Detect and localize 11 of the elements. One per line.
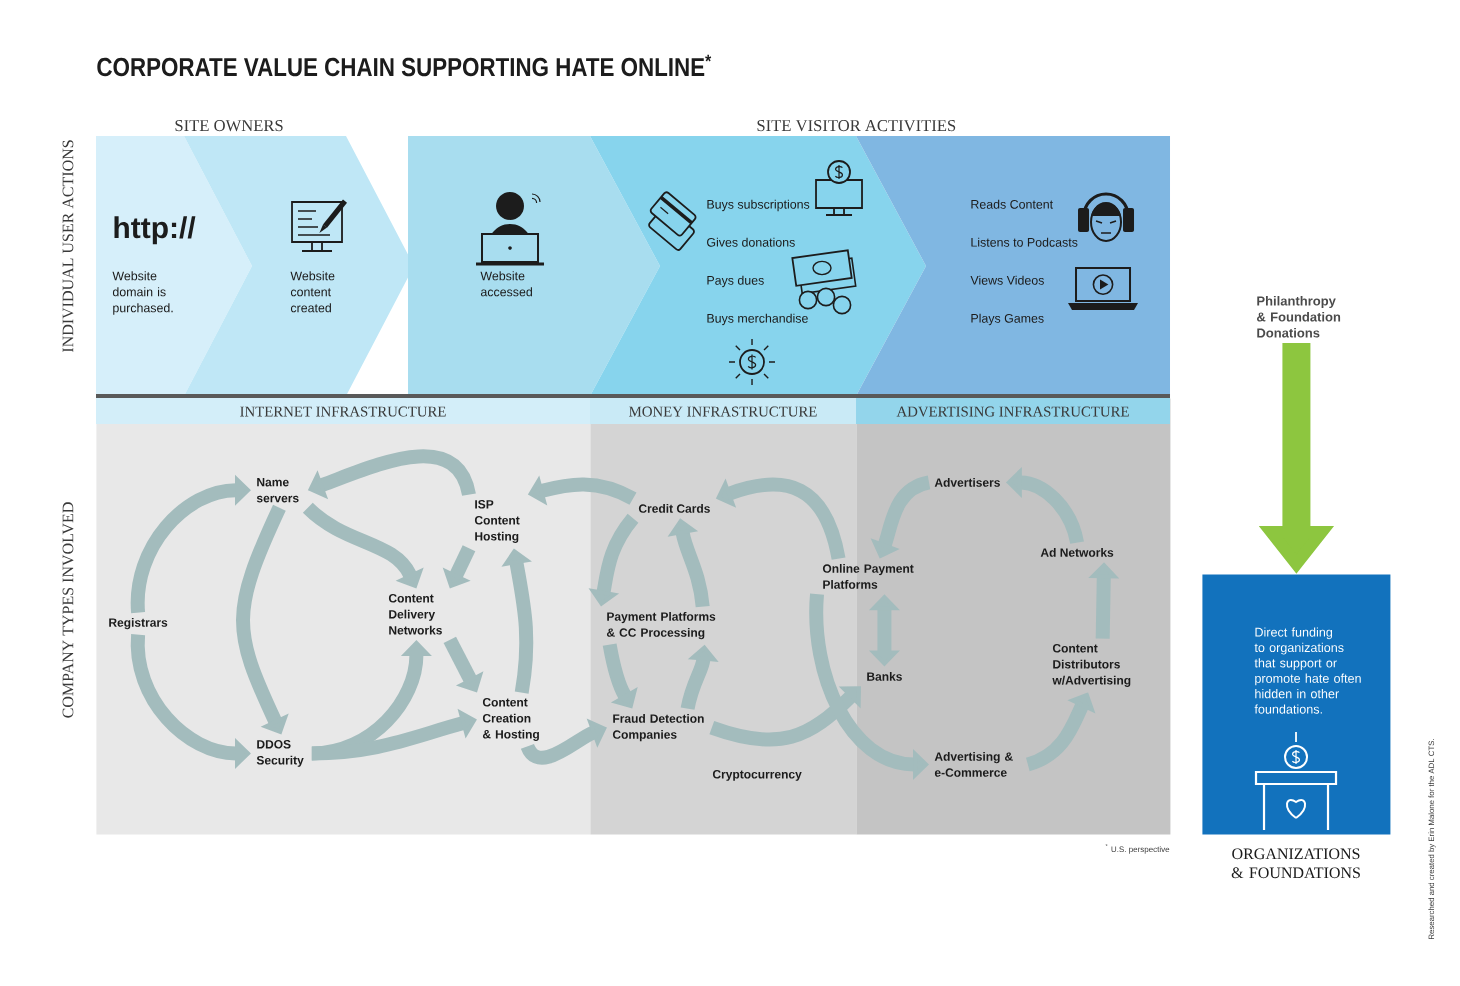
arrow: [311, 708, 477, 761]
arrow: [602, 643, 638, 709]
title: CORPORATE VALUE CHAIN SUPPORTING HATE ONLINE$^{*}$: [97, 54, 712, 77]
arrow: [709, 686, 861, 747]
row-heading: COMPANY TYPES INVOLVED: [62, 502, 74, 718]
section-label: SITE OWNERS: [175, 120, 283, 132]
arrow: [521, 718, 607, 765]
arrow: [130, 474, 251, 613]
box-heading: ORGANIZATIONS & FOUNDATIONS: [1231, 848, 1360, 879]
row-heading: INDIVIDUAL USER ACTIONS: [62, 140, 74, 353]
section-label: SITE VISITOR ACTIVITIES: [757, 120, 956, 132]
